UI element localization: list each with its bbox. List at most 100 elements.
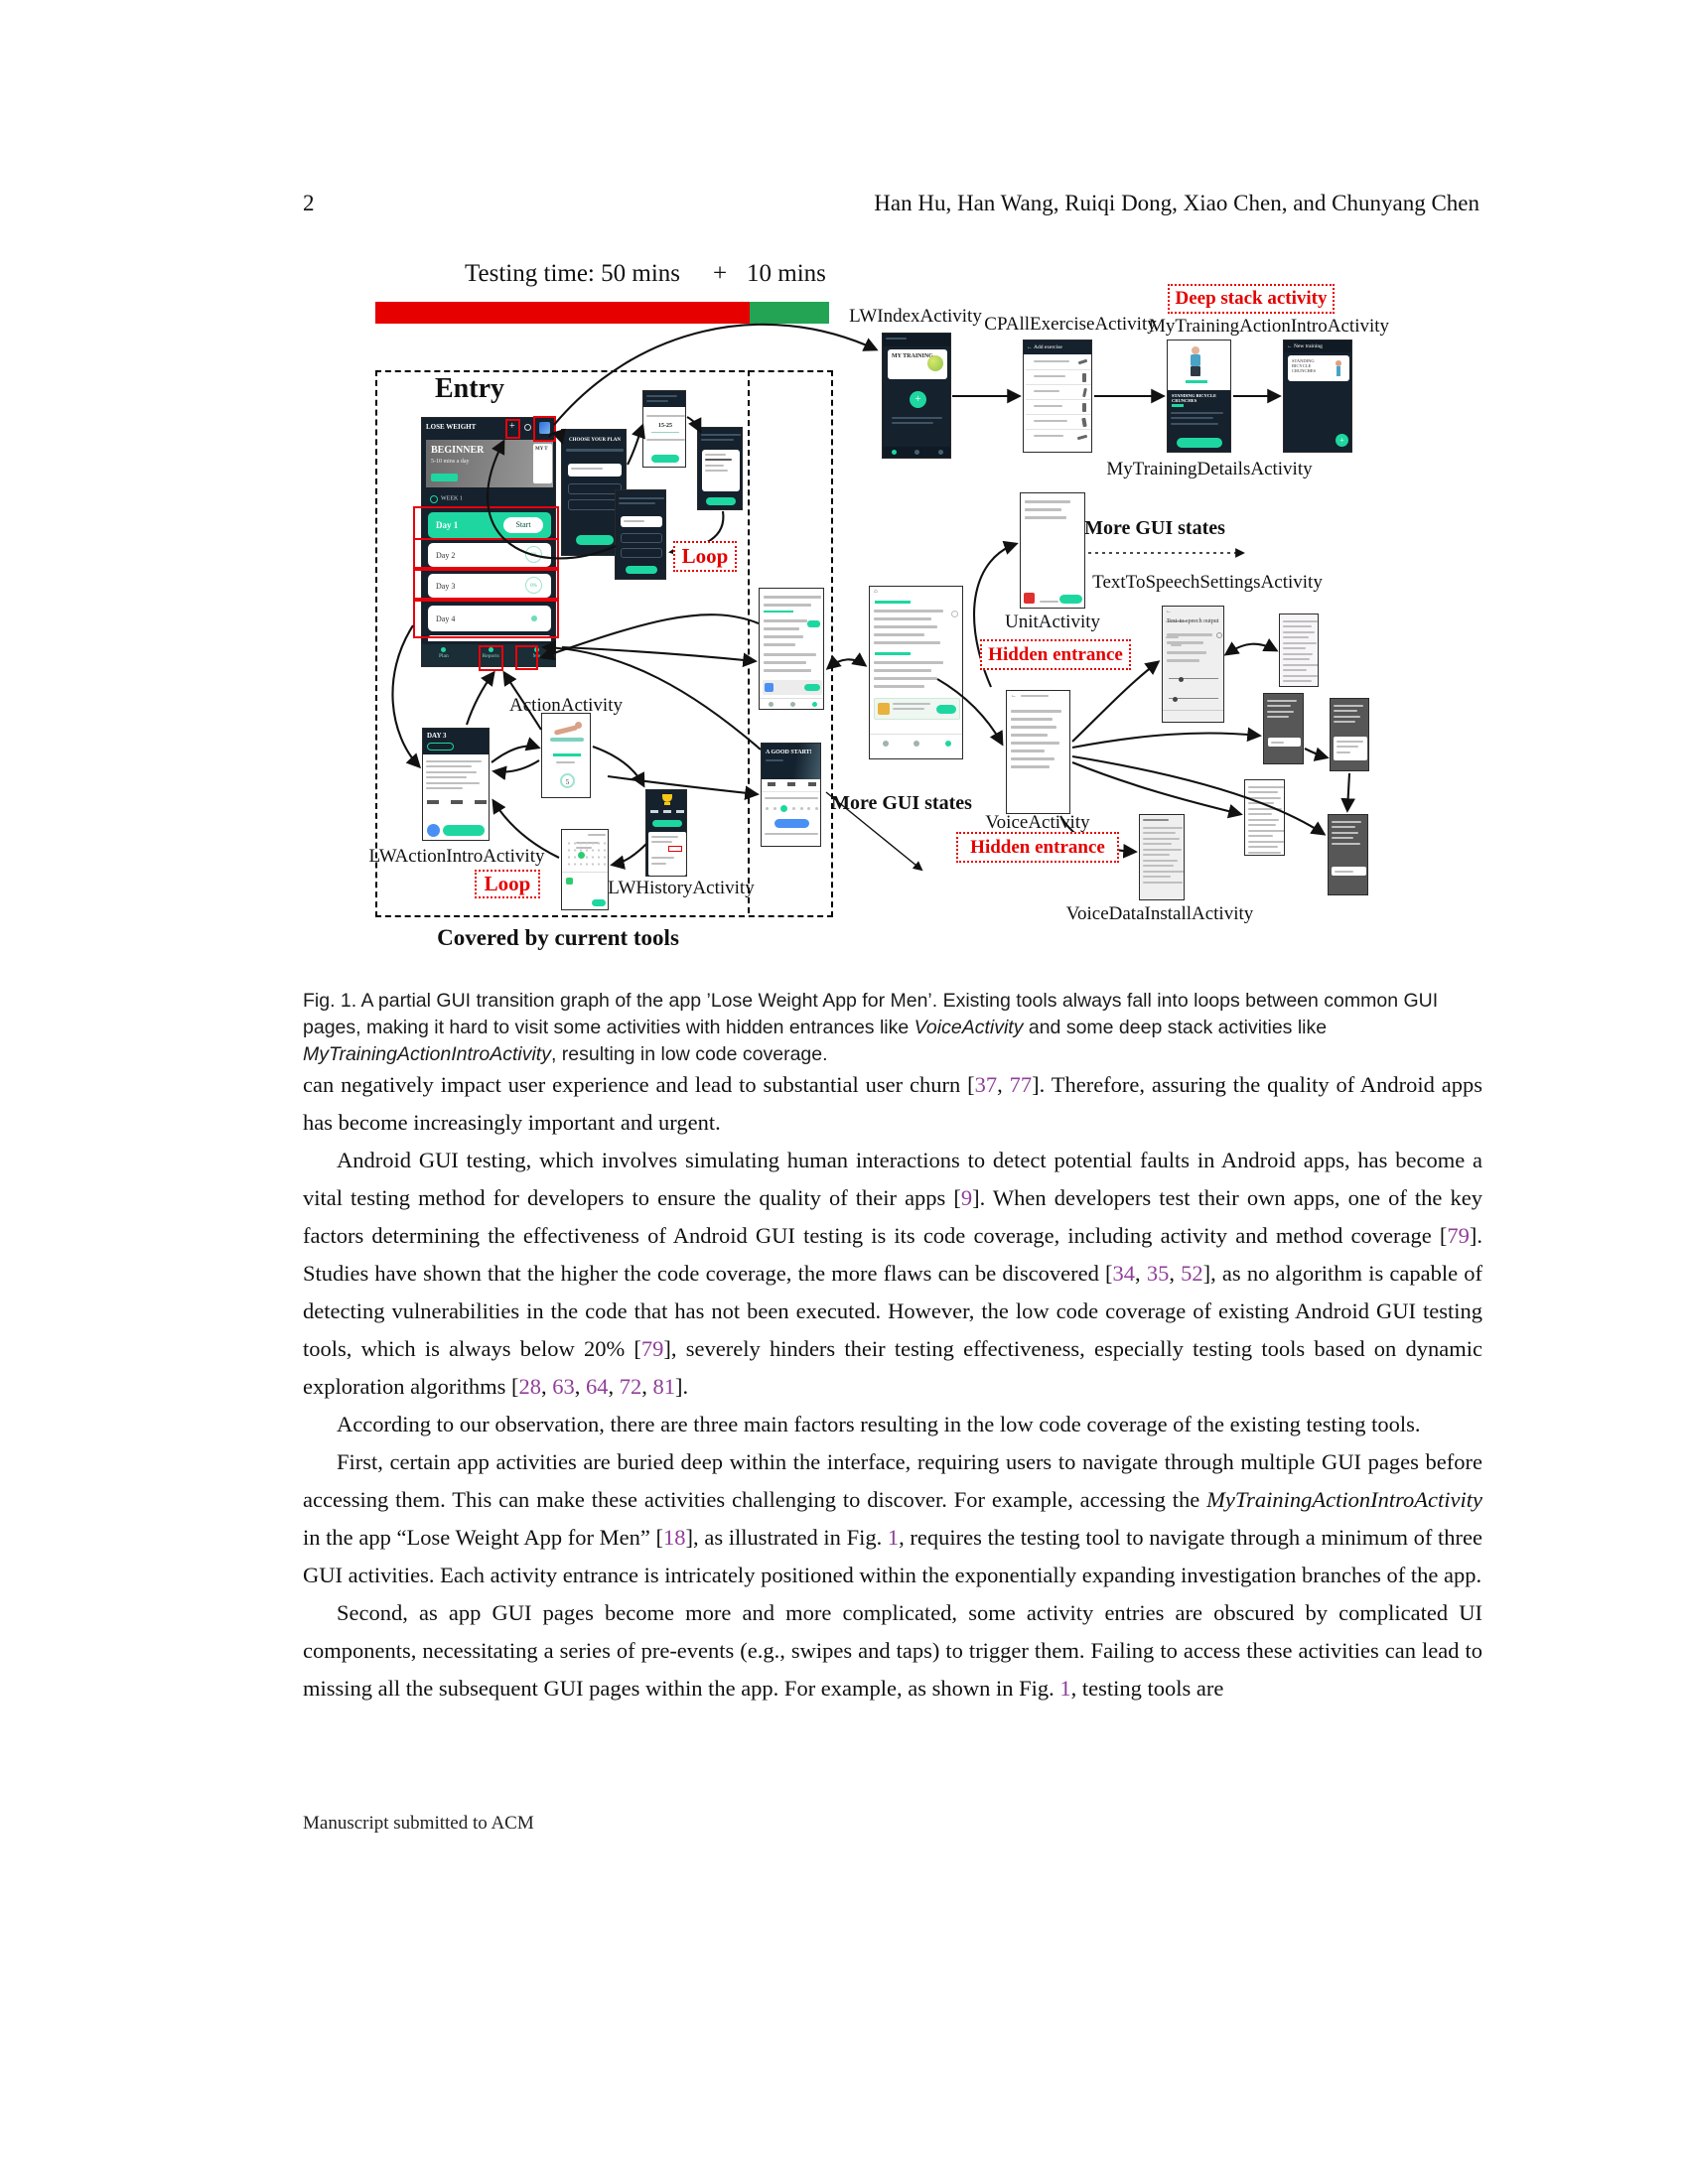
trainer-head <box>1192 346 1199 354</box>
day3-label: Day 3 <box>436 582 456 591</box>
section-bar <box>764 611 793 613</box>
body-text: can negatively impact user experience an… <box>303 1066 1482 1707</box>
citation-link[interactable]: 35 <box>1146 1261 1170 1286</box>
screen-me-settings: ⌂ <box>869 586 963 759</box>
text-line <box>1334 721 1355 723</box>
exercise-name-bar <box>553 753 581 756</box>
text-line <box>1143 854 1170 856</box>
good-start-title: A GOOD START! <box>766 750 812 755</box>
me-nav <box>870 734 962 758</box>
footer-note: Manuscript submitted to ACM <box>303 1813 534 1834</box>
text-line <box>1248 840 1284 843</box>
citation-link[interactable]: 79 <box>640 1336 664 1361</box>
text-line <box>701 439 735 441</box>
highlight-box-day3 <box>413 569 559 600</box>
citation-link[interactable]: 18 <box>663 1525 686 1550</box>
highlight-box-nav-me <box>515 645 538 670</box>
entry-bottom-nav[interactable]: Plan Reports Me <box>422 644 555 666</box>
text-line <box>764 635 803 638</box>
text-block <box>889 413 946 424</box>
text-line <box>1248 835 1273 837</box>
dialog-box <box>1334 737 1367 760</box>
paragraph: According to our observation, there are … <box>303 1406 1482 1443</box>
citation-link[interactable]: 77 <box>1009 1072 1033 1097</box>
text-block <box>1264 696 1298 718</box>
text-block <box>562 444 626 452</box>
ad-app-icon <box>878 703 890 715</box>
text-line <box>764 619 807 622</box>
plan-input <box>568 464 622 477</box>
text-segment: can negatively impact user experience an… <box>303 1072 975 1097</box>
text-line <box>1248 829 1284 832</box>
text-block <box>1021 495 1072 519</box>
go-button <box>443 825 485 836</box>
text-line <box>1283 669 1307 671</box>
chip <box>1172 404 1184 407</box>
day3-row[interactable]: Day 3 0% <box>428 574 551 598</box>
header-chip <box>427 743 454 751</box>
text-line <box>1171 411 1223 414</box>
text-block <box>870 656 949 688</box>
text-block <box>1168 408 1227 425</box>
text-line <box>1011 742 1059 745</box>
citation-link[interactable]: 81 <box>652 1374 675 1399</box>
cp-header: Add exercise ← <box>1024 341 1091 354</box>
citation-link[interactable]: 52 <box>1181 1261 1203 1286</box>
text-line <box>1283 680 1312 682</box>
text-block <box>760 614 809 646</box>
more-gui-states-bottom-label: More GUI states <box>831 792 972 814</box>
text-line <box>1143 848 1182 851</box>
exercise-mat <box>550 738 584 742</box>
nav-plan[interactable]: Plan <box>439 647 449 666</box>
text-line <box>1334 715 1361 718</box>
mt-intro-header: New training ← <box>1284 341 1351 352</box>
citation-link[interactable]: 37 <box>974 1072 998 1097</box>
text-line <box>1248 813 1272 815</box>
text-line <box>1143 837 1180 840</box>
citation-link[interactable]: 1 <box>887 1525 900 1550</box>
text-block <box>1329 817 1362 845</box>
screen-lw-index: MY TRAINING + <box>882 333 951 459</box>
trophy-base <box>664 802 670 805</box>
text-block <box>1331 701 1364 723</box>
more-gui-states-top-label: More GUI states <box>1084 517 1225 539</box>
nav-reports[interactable]: Reports <box>483 647 499 666</box>
paragraph: can negatively impact user experience an… <box>303 1066 1482 1142</box>
text-line <box>426 776 467 778</box>
highlight-box-nav-reports <box>479 645 503 671</box>
text-line <box>1334 710 1358 712</box>
text-line <box>1267 710 1295 713</box>
text-segment: , <box>641 1374 653 1399</box>
citation-link[interactable]: 79 <box>1447 1223 1470 1248</box>
loop-annotation-2: Loop <box>475 870 540 898</box>
screen-dialog-dark <box>1330 698 1369 771</box>
unit-button <box>1059 595 1082 604</box>
citation-link[interactable]: 1 <box>1059 1676 1071 1701</box>
profile-icon <box>524 424 531 431</box>
tts-title: Text-to-speech output <box>1167 618 1219 624</box>
citation-link[interactable]: 72 <box>619 1374 642 1399</box>
text-line <box>1283 674 1318 677</box>
text-segment: Android GUI testing, which involves simu… <box>303 1148 1482 1210</box>
screen-plan-confirm <box>615 489 666 580</box>
citation-link[interactable]: 64 <box>585 1374 609 1399</box>
day4-row[interactable]: Day 4 <box>428 606 551 631</box>
text-line <box>1143 870 1184 873</box>
label-action-activity: ActionActivity <box>509 695 623 716</box>
citation-link[interactable]: 34 <box>1112 1261 1136 1286</box>
citation-link[interactable]: 63 <box>552 1374 575 1399</box>
text-line <box>426 770 478 773</box>
add-button <box>1177 438 1222 448</box>
text-line <box>764 596 822 599</box>
text-line <box>1143 843 1173 845</box>
back-icon: ⌂ <box>874 589 878 595</box>
text-block <box>1007 705 1064 768</box>
text-line <box>874 677 937 680</box>
text-block <box>1163 628 1214 644</box>
citation-link[interactable]: 28 <box>518 1374 541 1399</box>
text-line <box>426 759 483 762</box>
history-stats <box>650 810 684 816</box>
calendar-dots <box>766 804 818 812</box>
citation-link[interactable]: 9 <box>960 1185 973 1210</box>
training-card: STANDING BICYCLE CRUNCHES <box>1288 355 1349 381</box>
